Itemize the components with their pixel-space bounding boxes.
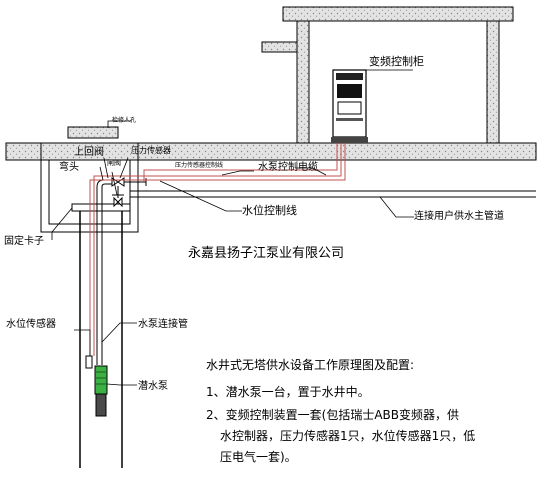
pump-house (261, 6, 514, 144)
label-pump-connection-pipe: 水泵连接管 (138, 317, 188, 330)
description-item-1: 1、潜水泵一台，置于水井中。 (206, 384, 370, 399)
main-supply-pipe (130, 190, 536, 198)
label-pressure-sensor-cable: 压力传感器控制线 (175, 161, 223, 169)
label-water-level-sensor: 水位传感器 (6, 317, 56, 330)
company-name: 永嘉县扬子江泵业有限公司 (188, 246, 344, 261)
label-fixing-clamp: 固定卡子 (4, 234, 44, 247)
label-pump-control-cable: 水泵控制电缆 (258, 160, 318, 173)
label-upper-check-valve: 上回阀 (74, 145, 104, 158)
label-pressure-sensor: 压力传感器 (131, 145, 171, 155)
well-casing (71, 203, 131, 468)
leader-lines (51, 69, 414, 386)
label-water-level-control-line: 水位控制线 (242, 203, 297, 217)
label-submersible-pump: 潜水泵 (138, 379, 168, 392)
description-title: 水井式无塔供水设备工作原理图及配置: (206, 358, 414, 372)
water-level-sensor-body (85, 355, 93, 369)
description-item-3: 水控制器，压力传感器1只，水位传感器1只，低 (220, 428, 475, 443)
label-gate-valve: 闸阀 (107, 158, 121, 167)
description-item-2: 2、变频控制装置一套(包括瑞士ABB变频器，供 (206, 407, 459, 422)
cables (89, 143, 346, 356)
description-item-4: 压电气一套)。 (220, 449, 297, 464)
label-inspection-hole: 检修人孔 (112, 116, 136, 124)
label-control-cabinet: 变频控制柜 (369, 54, 424, 68)
submersible-pump (94, 365, 108, 417)
label-main-pipe: 连接用户供水主管道 (414, 209, 504, 222)
label-elbow: 弯头 (59, 160, 79, 173)
control-cabinet (331, 69, 368, 143)
